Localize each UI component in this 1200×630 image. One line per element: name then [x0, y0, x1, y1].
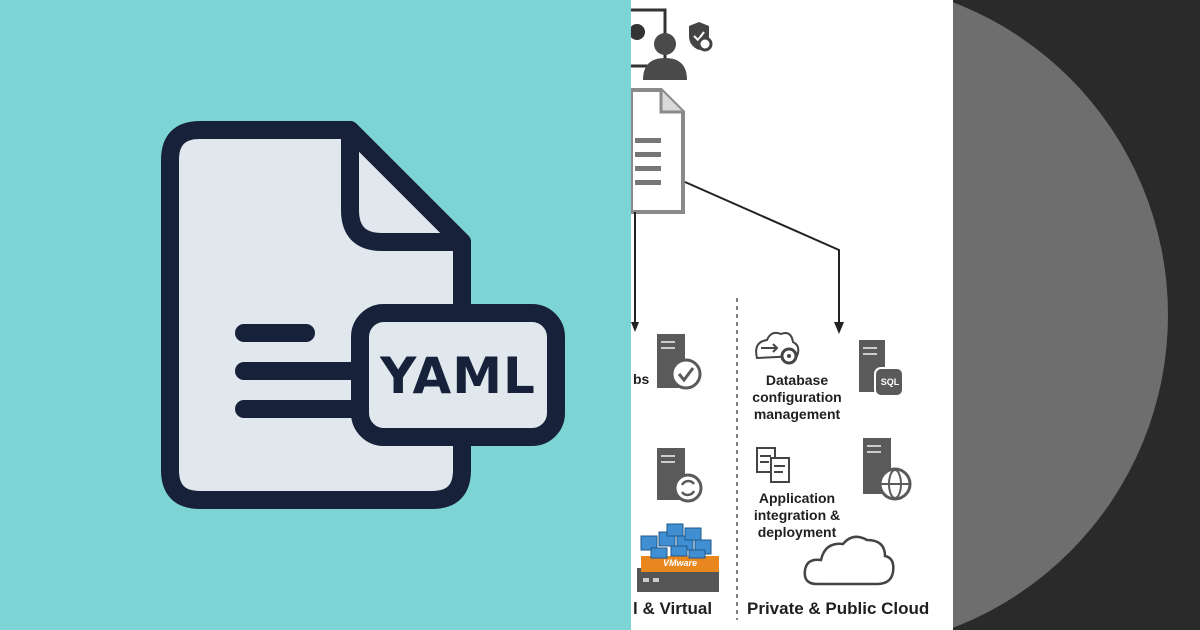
server-globe-icon: [863, 438, 912, 501]
document-icon: [631, 88, 685, 214]
database-config-label: Database configuration management: [752, 372, 842, 422]
private-public-cloud-label: Private & Public Cloud: [747, 599, 930, 618]
sql-badge: SQL: [880, 377, 900, 387]
app-integration-label: Application integration & deployment: [753, 490, 841, 540]
physical-virtual-label: l & Virtual: [633, 599, 713, 618]
yaml-badge-text: YAML: [380, 347, 536, 405]
infrastructure-diagram: bs Database configuration management SQL…: [631, 0, 953, 630]
integration-docs-icon: [756, 447, 790, 483]
cloud-icon: [803, 535, 895, 586]
vmware-badge: VMware: [662, 558, 697, 568]
vmware-cluster-icon: [637, 523, 719, 592]
yaml-badge: [351, 304, 565, 446]
disc-illustration: [953, 0, 1200, 630]
shield-gear-icon: [689, 22, 713, 52]
server-sync-icon: [657, 448, 703, 503]
yaml-panel: YAML: [0, 0, 631, 630]
diagram-graphics: [631, 8, 912, 620]
sql-server-icon: [859, 340, 904, 397]
cloud-gear-icon: [755, 331, 800, 365]
server-check-icon: [657, 334, 702, 390]
dark-disc-panel: [953, 0, 1200, 630]
yaml-file-illustration: [0, 0, 631, 630]
jobs-label: bs: [633, 371, 650, 387]
user-icon: [643, 33, 687, 80]
